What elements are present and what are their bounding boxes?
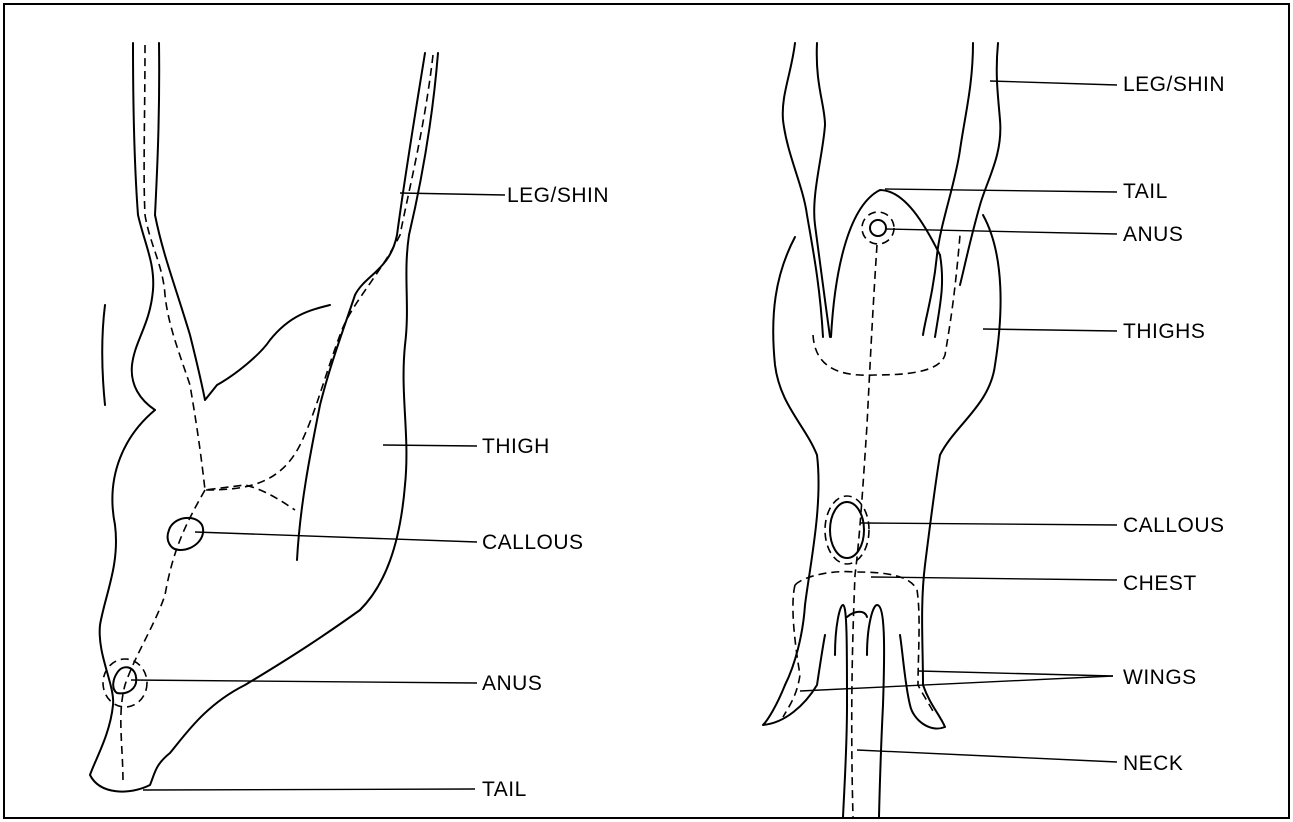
right-leader-wings-right: [919, 671, 1113, 676]
left-leg-outline-2: [155, 43, 159, 215]
left-callous-shape: [168, 518, 204, 550]
right-label-chest: CHEST: [1123, 573, 1197, 594]
right-neck-right: [867, 605, 884, 817]
right-body-right: [922, 215, 1000, 685]
right-label-wings: WINGS: [1123, 667, 1197, 688]
left-label-callous: CALLOUS: [482, 532, 584, 553]
left-leg-inner: [155, 215, 330, 400]
left-label-anus: ANUS: [482, 673, 542, 694]
right-leader-neck: [857, 750, 1117, 762]
right-tail-arch: [831, 190, 942, 337]
right-anus-ring: [862, 212, 894, 244]
right-chest-line: [795, 572, 935, 715]
right-leg-right-inner: [960, 43, 1000, 285]
right-carcass-front-view: [763, 43, 1117, 817]
left-label-tail: TAIL: [482, 779, 527, 800]
right-wing-left: [763, 635, 825, 725]
left-bone-line: [144, 45, 295, 510]
right-leader-leg-shin: [990, 81, 1117, 85]
right-neck-left: [835, 605, 847, 817]
left-leader-leg-shin: [400, 193, 505, 195]
left-shin-back: [360, 53, 438, 610]
left-spine-line: [121, 490, 205, 783]
right-callous-ring: [825, 496, 869, 564]
right-leader-callous: [861, 523, 1117, 525]
carcass-diagrams: [5, 5, 1288, 817]
diagram-frame: LEG/SHIN THIGH CALLOUS ANUS TAIL LEG/SHI…: [3, 3, 1290, 819]
right-chest-gap: [847, 612, 867, 617]
left-leader-thigh: [383, 445, 477, 446]
left-body-back: [102, 305, 105, 405]
right-callous-shape: [830, 502, 864, 558]
right-label-thighs: THIGHS: [1123, 321, 1205, 342]
right-label-tail: TAIL: [1123, 181, 1168, 202]
right-leader-anus: [885, 229, 1117, 234]
right-leader-thighs: [983, 329, 1117, 331]
left-bone-line-2: [205, 55, 433, 490]
right-leader-chest: [871, 577, 1117, 580]
right-pelvis-line: [813, 235, 960, 375]
right-label-anus: ANUS: [1123, 224, 1183, 245]
left-carcass-side-view: [90, 43, 505, 792]
left-body-outline: [90, 410, 360, 792]
right-leg-left-inner: [814, 43, 830, 337]
left-leader-anus: [131, 680, 477, 683]
right-label-callous: CALLOUS: [1123, 515, 1225, 536]
right-anus-shape: [870, 220, 886, 236]
right-leader-tail: [885, 189, 1117, 192]
left-leg-outline-1: [132, 43, 155, 410]
left-label-leg-shin: LEG/SHIN: [507, 185, 609, 206]
right-body-left: [773, 237, 818, 685]
left-leader-tail: [143, 789, 475, 790]
left-label-thigh: THIGH: [482, 436, 550, 457]
right-label-neck: NECK: [1123, 753, 1183, 774]
left-leader-callous: [195, 532, 477, 542]
right-label-leg-shin: LEG/SHIN: [1123, 74, 1225, 95]
right-leg-left-outer: [783, 43, 823, 337]
